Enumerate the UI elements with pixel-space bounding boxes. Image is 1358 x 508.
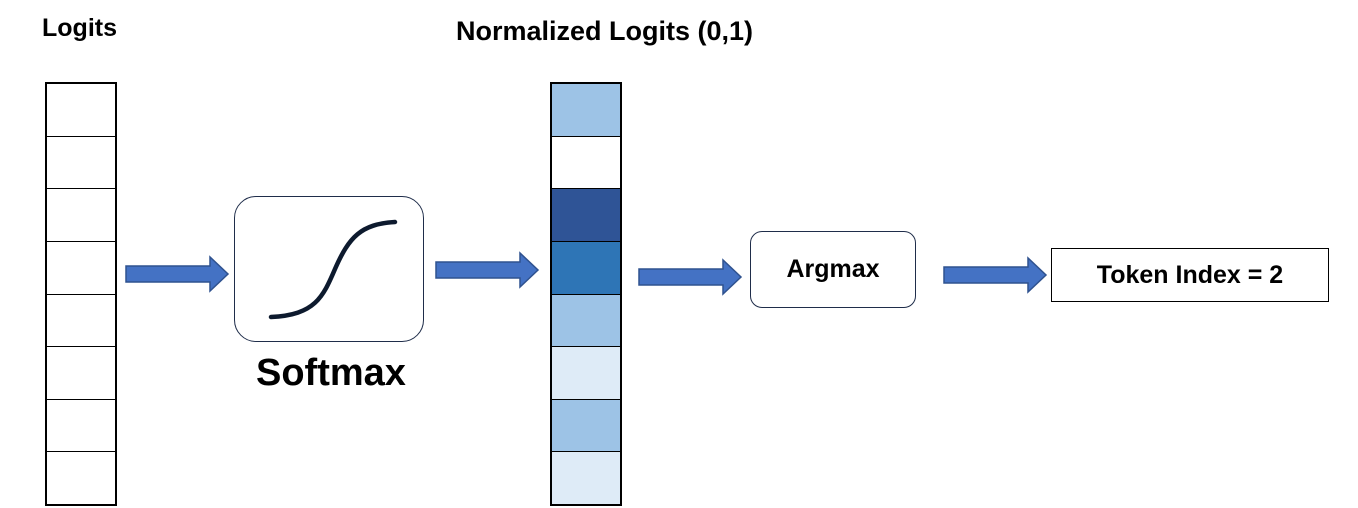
arrow-logits-to-softmax-icon (125, 255, 230, 293)
arrow-argmax-to-token-icon (943, 256, 1048, 294)
normalized-logits-label: Normalized Logits (0,1) (456, 16, 754, 46)
logits-label: Logits (42, 14, 117, 42)
logit-cell (47, 137, 115, 190)
normalized-logit-cell (552, 347, 620, 400)
arrow-normalized-to-argmax-icon (638, 258, 743, 296)
logit-cell (47, 189, 115, 242)
logit-cell (47, 400, 115, 453)
sigmoid-curve-icon (268, 219, 398, 320)
softmax-label: Softmax (256, 352, 406, 394)
normalized-logit-cell (552, 452, 620, 504)
logit-cell (47, 452, 115, 504)
logit-cell (47, 84, 115, 137)
normalized-logit-cell (552, 294, 620, 348)
normalized-logit-cell (552, 241, 620, 295)
token-index-label: Token Index = 2 (1096, 260, 1284, 289)
logits-vector (45, 82, 117, 506)
argmax-box: Argmax (750, 231, 916, 308)
normalized-logit-cell (552, 189, 620, 242)
logit-cell (47, 242, 115, 295)
token-index-box: Token Index = 2 (1051, 248, 1329, 302)
argmax-label: Argmax (786, 255, 880, 283)
softmax-function-box (234, 196, 424, 342)
arrow-softmax-to-normalized-icon (435, 251, 540, 289)
normalized-logit-cell (552, 399, 620, 453)
normalized-logit-cell (552, 84, 620, 137)
logit-cell (47, 295, 115, 348)
normalized-logits-vector (550, 82, 622, 506)
normalized-logit-cell (552, 136, 620, 190)
logit-cell (47, 347, 115, 400)
